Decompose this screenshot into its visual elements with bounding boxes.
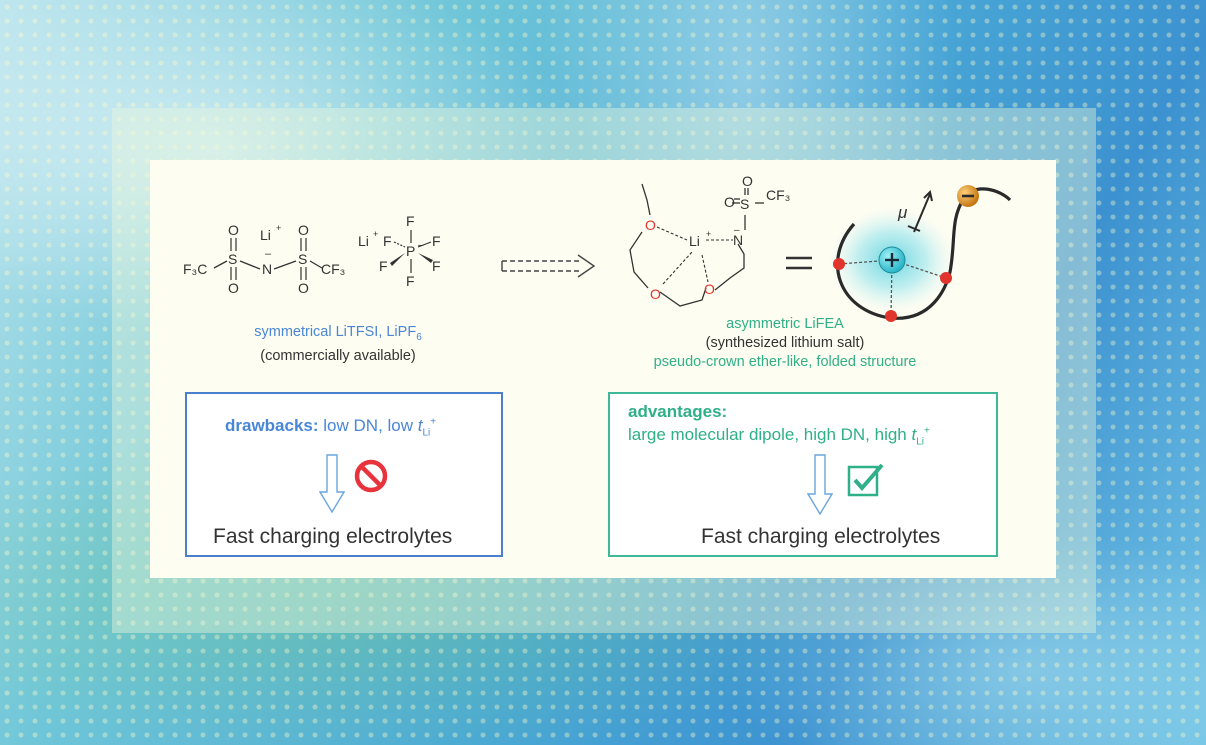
left-caption-note: (commercially available): [260, 347, 416, 364]
drawbacks-label: drawbacks:: [225, 416, 319, 435]
atom-s2: S: [298, 251, 307, 267]
atom-o3: O: [298, 222, 309, 238]
drawbacks-line: drawbacks: low DN, low tLi+: [225, 416, 437, 439]
left-caption-sub: 6: [416, 331, 422, 343]
oxygen-dot-1: [833, 258, 845, 270]
atom-s1: S: [228, 251, 237, 267]
lifea-n: N: [733, 232, 743, 248]
lifea-o2: O: [742, 173, 753, 189]
atom-li-left: Li: [260, 227, 271, 243]
svg-text:+: +: [706, 229, 711, 239]
transition-arrow: [501, 254, 596, 278]
atom-f-ll: F: [379, 258, 388, 274]
right-caption-name: asymmetric LiFEA: [726, 316, 844, 332]
dipole-mu: μ: [897, 203, 908, 222]
lifea-s: S: [740, 196, 749, 212]
atom-li-charge: +: [276, 223, 281, 233]
t-symbol: t: [417, 416, 423, 435]
dipole-arrow: [913, 193, 931, 233]
atom-cf3: CF₃: [321, 261, 345, 277]
oxygen-dot-2: [885, 310, 897, 322]
ether-oxygen-2: O: [650, 286, 661, 302]
atom-f-bot: F: [406, 273, 415, 289]
prohibited-icon: [354, 459, 388, 493]
ether-oxygen-1: O: [645, 217, 656, 233]
drawbacks-text: low DN, low: [323, 416, 414, 435]
atom-o4: O: [298, 280, 309, 296]
ether-oxygen-3: O: [704, 281, 715, 297]
left-result-text: Fast charging electrolytes: [213, 525, 453, 548]
atom-p: P: [406, 243, 415, 259]
atom-f-lr: F: [432, 258, 441, 274]
advantages-label: advantages:: [628, 402, 728, 421]
atom-o1: O: [228, 222, 239, 238]
oxygen-dot-3: [940, 272, 952, 284]
atom-n-charge: –: [265, 248, 272, 260]
lifea-structure: O O O Li + N – S O O CF₃: [629, 173, 790, 307]
atom-f-top: F: [406, 213, 415, 229]
lipf6-structure: Li + F F F P – F F F: [358, 213, 441, 289]
down-arrow-icon: [319, 454, 345, 514]
advantages-box: advantages: large molecular dipole, high…: [608, 392, 998, 557]
lifea-li: Li: [689, 233, 700, 249]
atom-f-ul: F: [383, 233, 392, 249]
atom-f3c: F₃C: [183, 261, 207, 277]
right-result-text: Fast charging electrolytes: [701, 525, 941, 548]
equals-sign: [786, 256, 812, 270]
right-caption-note: (synthesized lithium salt): [705, 335, 865, 351]
atom-f-ur: F: [432, 233, 441, 249]
atom-o2: O: [228, 280, 239, 296]
down-arrow-icon-right: [807, 454, 833, 516]
checkbox-icon: [847, 463, 884, 497]
cartoon-model: μ: [830, 185, 1012, 322]
lifea-cf3: CF₃: [766, 187, 790, 203]
svg-text:+: +: [373, 229, 378, 239]
litfsi-structure: F₃C S O O N – Li + S O O CF₃: [183, 222, 345, 296]
left-caption-name: symmetrical LiTFSI, LiPF: [254, 324, 417, 340]
advantages-text: large molecular dipole, high DN, high: [628, 425, 907, 444]
atom-li-pf6: Li: [358, 233, 369, 249]
left-caption: symmetrical LiTFSI, LiPF6 (commercially …: [213, 323, 463, 366]
right-caption-structure: pseudo-crown ether-like, folded structur…: [653, 354, 917, 370]
advantages-line: large molecular dipole, high DN, high tL…: [628, 425, 930, 448]
molecule-drawings: F₃C S O O N – Li + S O O CF₃ Li + F F F …: [183, 173, 1012, 322]
lifea-o1: O: [724, 194, 735, 210]
atom-n: N: [262, 261, 272, 277]
drawbacks-box: drawbacks: low DN, low tLi+ Fast chargin…: [185, 392, 503, 557]
right-caption: asymmetric LiFEA (synthesized lithium sa…: [600, 315, 970, 372]
svg-text:–: –: [734, 225, 740, 236]
